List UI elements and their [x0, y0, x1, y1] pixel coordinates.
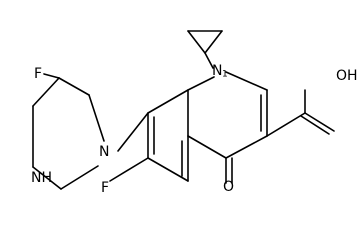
ring-nitrogen-label: N: [212, 63, 222, 79]
diazepane-ring: [32, 73, 105, 190]
carboxyl-hydroxyl-label: OH: [336, 68, 358, 84]
diazepane-nitrogen-label: N: [99, 144, 109, 160]
molecule-diagram: N 1 OH O F F N NH: [31, 30, 358, 196]
diazepane-nh-label: NH: [31, 170, 52, 186]
ring-nitrogen-charge: 1: [222, 70, 228, 80]
diazepane-fluorine-label: F: [34, 66, 42, 82]
ring-fluorine-bond: [109, 157, 149, 182]
ketone-oxygen-label: O: [223, 179, 234, 195]
diazepane-link-bond: [117, 112, 149, 152]
ring-fluorine-label: F: [101, 180, 109, 196]
cyclopropyl-group: [187, 30, 223, 69]
benzene-ring: [147, 89, 189, 182]
ketone-group: [225, 157, 233, 184]
carboxyl-group: [266, 89, 335, 137]
pyridone-ring: [187, 71, 268, 159]
